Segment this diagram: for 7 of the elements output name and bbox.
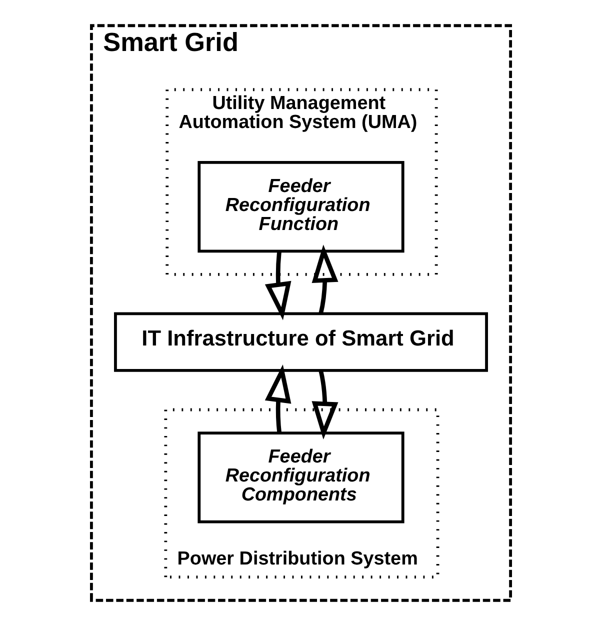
node-box: Feeder Reconfiguration Function xyxy=(197,160,404,253)
arrow xyxy=(311,244,338,314)
node-box: Feeder Reconfiguration Components xyxy=(197,432,404,524)
node-box: IT Infrastructure of Smart Grid xyxy=(114,312,488,372)
arrow xyxy=(311,370,338,440)
arrow xyxy=(264,251,291,320)
arrow xyxy=(264,364,291,434)
